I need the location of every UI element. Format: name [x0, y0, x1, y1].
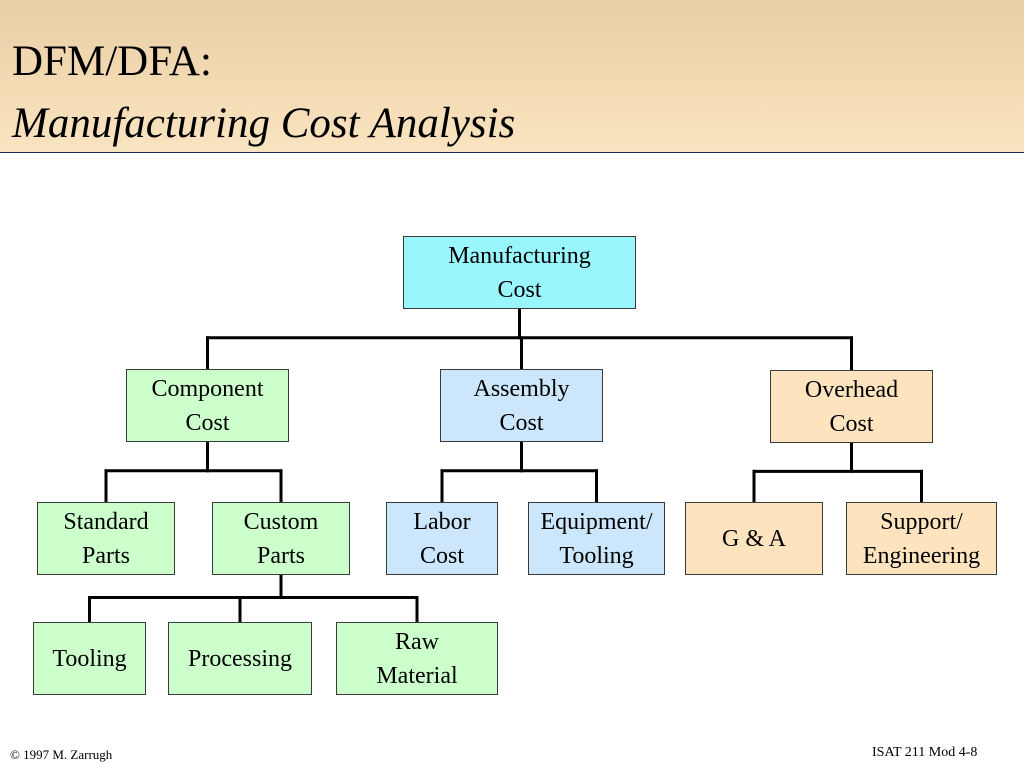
module-number: ISAT 211 Mod 4-8: [872, 745, 978, 760]
node-equipment-tooling: Equipment/ Tooling: [528, 502, 665, 575]
node-raw-material: Raw Material: [336, 622, 498, 695]
copyright-notice: © 1997 M. Zarrugh: [10, 747, 113, 762]
node-custom-parts: Custom Parts: [212, 502, 350, 575]
node-overhead-cost: Overhead Cost: [770, 370, 933, 443]
slide-title: DFM/DFA:: [12, 38, 212, 85]
node-assembly-cost: Assembly Cost: [440, 369, 603, 442]
node-processing: Processing: [168, 622, 312, 695]
node-standard-parts: Standard Parts: [37, 502, 175, 575]
node-labor-cost: Labor Cost: [386, 502, 498, 575]
node-g-and-a: G & A: [685, 502, 823, 575]
slide-subtitle: Manufacturing Cost Analysis: [12, 100, 516, 147]
node-support-engineering: Support/ Engineering: [846, 502, 997, 575]
node-tooling: Tooling: [33, 622, 146, 695]
node-component-cost: Component Cost: [126, 369, 289, 442]
node-manufacturing-cost: Manufacturing Cost: [403, 236, 636, 309]
slide-header: DFM/DFA: Manufacturing Cost Analysis: [0, 0, 1024, 153]
